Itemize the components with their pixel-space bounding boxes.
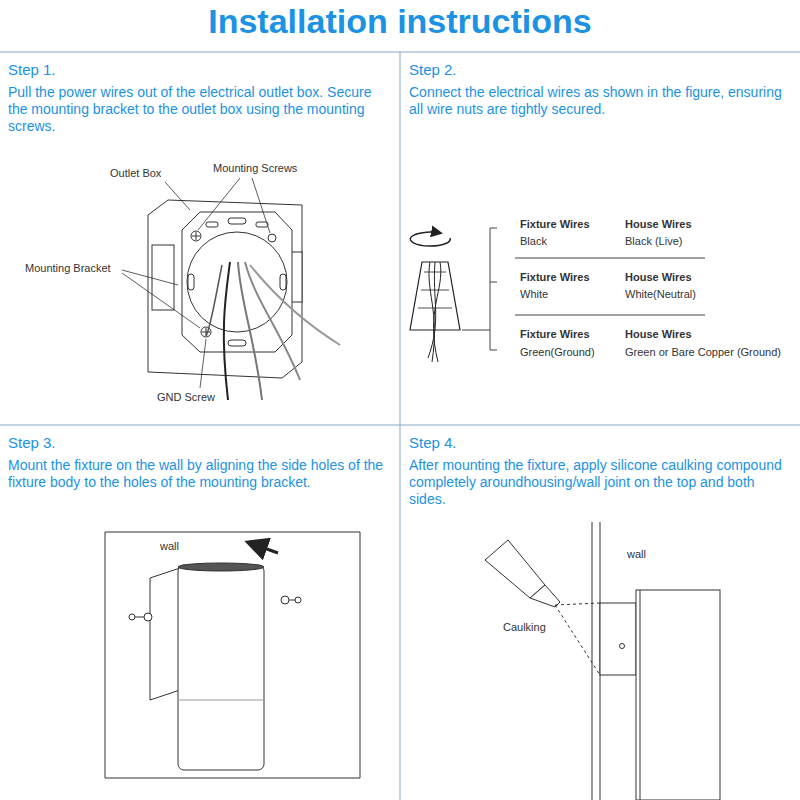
house-wires-part [238,262,262,400]
table-bracket-part [462,228,497,350]
table-bracket-part [515,315,705,316]
screws [191,231,276,337]
part-label: wall [627,548,646,560]
house-wires [206,262,340,400]
fixture-side-part [620,644,625,649]
side-screws-part [295,597,301,603]
caulking-gun [485,540,600,675]
fixture [150,563,264,770]
part-label: Fixture Wires [520,271,590,283]
house-wires-part [206,265,222,336]
step-heading: Step 1. [8,61,392,78]
wall-part [105,532,360,778]
fixture-part [178,563,264,571]
wall [105,532,360,778]
fixture-side-part [640,590,641,800]
screws-part [192,232,200,240]
fixture-part [178,700,264,701]
leader-lines-part [122,273,200,328]
leader-lines [122,178,270,388]
step-panel: Step 1. Pull the power wires out of the e… [0,53,400,425]
wall-section-part [592,522,593,800]
fixture-part [178,565,264,770]
side-screws-part [281,596,289,604]
caulking-gun-part [555,603,600,605]
part-label: Fixture Wires [520,218,590,230]
mounting-bracket-part [206,222,218,227]
part-label: White(Neutral) [625,288,696,300]
step-instruction: Connect the electrical wires as shown in… [409,84,792,118]
part-label: House Wires [625,271,692,283]
step-panel: Step 2. Connect the electrical wires as s… [401,53,800,425]
step-heading: Step 4. [409,434,792,451]
step-instruction: After mounting the fixture, apply silico… [409,457,792,507]
leader-lines-part [165,182,190,210]
part-label: Black [520,235,547,247]
leader-lines-part [198,178,240,230]
step-heading: Step 3. [8,434,392,451]
wire-nut [410,262,460,362]
mounting-bracket-part [280,274,286,290]
screws-part [268,234,276,242]
panel-grid-part [0,425,800,426]
mounting-bracket-part [256,222,268,227]
caulking-gun-part [530,585,560,607]
fixture-side-part [600,603,636,675]
fixture-side [600,590,720,800]
part-label: White [520,288,548,300]
table-bracket-part [515,258,705,259]
part-label: Black (Live) [625,235,682,247]
wall-section [592,522,600,800]
part-label: Mounting Screws [213,162,297,174]
mounting-bracket-part [228,218,246,224]
mounting-bracket-part [187,232,287,332]
side-screws [129,596,301,621]
step-panel: Step 4. After mounting the fixture, apply… [401,426,800,800]
leader-lines-part [200,339,206,388]
push-arrow-part [250,543,278,553]
mounting-bracket-part [188,274,194,290]
part-label: Caulking [503,621,546,633]
table-bracket [462,228,705,350]
part-label: GND Screw [157,391,215,403]
part-label: Green(Ground) [520,346,595,358]
side-screws-part [144,613,152,621]
part-label: House Wires [625,328,692,340]
house-wires-part [250,265,340,345]
rotation-arrow [410,232,450,246]
step-panel: Step 3. Mount the fixture on the wall by … [0,426,400,800]
push-arrow [250,543,278,553]
house-wires-part [245,262,300,380]
leader-lines-part [252,178,270,233]
part-label: wall [160,540,179,552]
part-label: House Wires [625,218,692,230]
part-label: Outlet Box [110,167,161,179]
page-title: Installation instructions [0,2,800,41]
wire-nut-part [428,262,441,362]
mounting-bracket-part [228,340,246,346]
panel-grid-part [400,52,401,800]
caulking-gun-part [555,605,600,675]
part-label: Mounting Bracket [25,262,111,274]
rotation-arrow-part [410,232,450,246]
step-instruction: Pull the power wires out of the electric… [8,84,392,134]
house-wires-part [224,262,230,400]
screws-part [191,231,201,241]
step-instruction: Mount the fixture on the wall by alignin… [8,457,392,491]
panel-grid [0,52,800,800]
outlet-box-part [152,245,174,310]
part-label: Green or Bare Copper (Ground) [625,346,781,358]
caulking-gun-part [485,540,545,598]
side-screws-part [129,614,135,620]
step-heading: Step 2. [409,61,792,78]
fixture-part [150,568,180,700]
leader-lines-part [122,270,178,285]
fixture-side-part [636,590,720,800]
part-label: Fixture Wires [520,328,590,340]
